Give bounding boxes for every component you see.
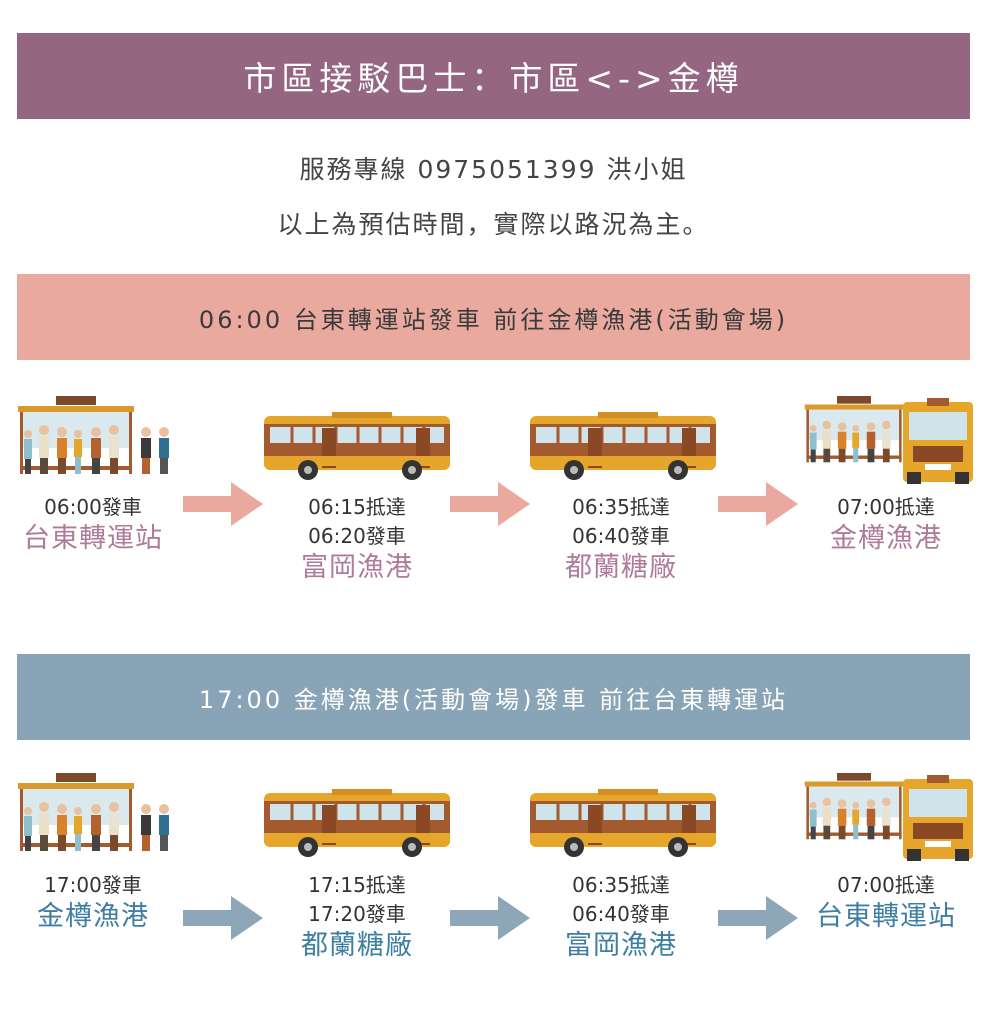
- stop-name: 台東轉運站: [816, 901, 956, 932]
- arrival-time: 07:00抵達: [837, 873, 935, 897]
- departure-time: 17:00發車: [44, 873, 142, 897]
- route2-stop-2: 17:15抵達 17:20發車 都蘭糖廠: [257, 871, 457, 963]
- bus-illustration: [262, 787, 452, 859]
- route1-stop-2: 06:15抵達 06:20發車 富岡漁港: [257, 493, 457, 585]
- bus-stop-with-bus-illustration: [804, 396, 973, 484]
- bus-stop-with-bus-illustration: [804, 773, 973, 861]
- stop-name: 富岡漁港: [565, 930, 677, 961]
- arrow-right-icon: [183, 896, 263, 940]
- arrow-right-icon: [450, 896, 530, 940]
- departure-time: 06:40發車: [572, 524, 670, 548]
- route2-stop-4: 07:00抵達 台東轉運站: [786, 871, 986, 934]
- arrival-time: 07:00抵達: [837, 495, 935, 519]
- stop-name: 都蘭糖廠: [565, 552, 677, 583]
- arrival-time: 06:15抵達: [308, 495, 406, 519]
- bus-stop-illustration: [18, 396, 169, 474]
- time-note: 以上為預估時間，實際以路況為主。: [277, 210, 710, 239]
- page-title: 市區接駁巴士：市區<->金樽: [17, 33, 970, 119]
- stop-name: 金樽漁港: [37, 901, 149, 932]
- route2-header: 17:00 金樽漁港(活動會場)發車 前往台東轉運站: [17, 654, 970, 740]
- departure-time: 17:20發車: [308, 902, 406, 926]
- arrival-time: 06:35抵達: [572, 495, 670, 519]
- stop-name: 台東轉運站: [23, 523, 163, 554]
- arrow-right-icon: [450, 482, 530, 526]
- route2-stop-3: 06:35抵達 06:40發車 富岡漁港: [521, 871, 721, 963]
- bus-illustration: [528, 410, 718, 482]
- route1-header: 06:00 台東轉運站發車 前往金樽漁港(活動會場): [17, 274, 970, 360]
- route1-stop-4: 07:00抵達 金樽漁港: [786, 493, 986, 556]
- departure-time: 06:40發車: [572, 902, 670, 926]
- arrival-time: 17:15抵達: [308, 873, 406, 897]
- route1-stop-3: 06:35抵達 06:40發車 都蘭糖廠: [521, 493, 721, 585]
- stop-name: 金樽漁港: [830, 523, 942, 554]
- arrow-right-icon: [183, 482, 263, 526]
- bus-illustration: [528, 787, 718, 859]
- stop-name: 富岡漁港: [301, 552, 413, 583]
- route2-stop-1: 17:00發車 金樽漁港: [0, 871, 193, 934]
- service-hotline: 服務專線 0975051399 洪小姐: [299, 155, 688, 184]
- stop-name: 都蘭糖廠: [301, 930, 413, 961]
- route1-stop-1: 06:00發車 台東轉運站: [0, 493, 193, 556]
- arrival-time: 06:35抵達: [572, 873, 670, 897]
- departure-time: 06:00發車: [44, 495, 142, 519]
- bus-illustration: [262, 410, 452, 482]
- departure-time: 06:20發車: [308, 524, 406, 548]
- bus-stop-illustration: [18, 773, 169, 851]
